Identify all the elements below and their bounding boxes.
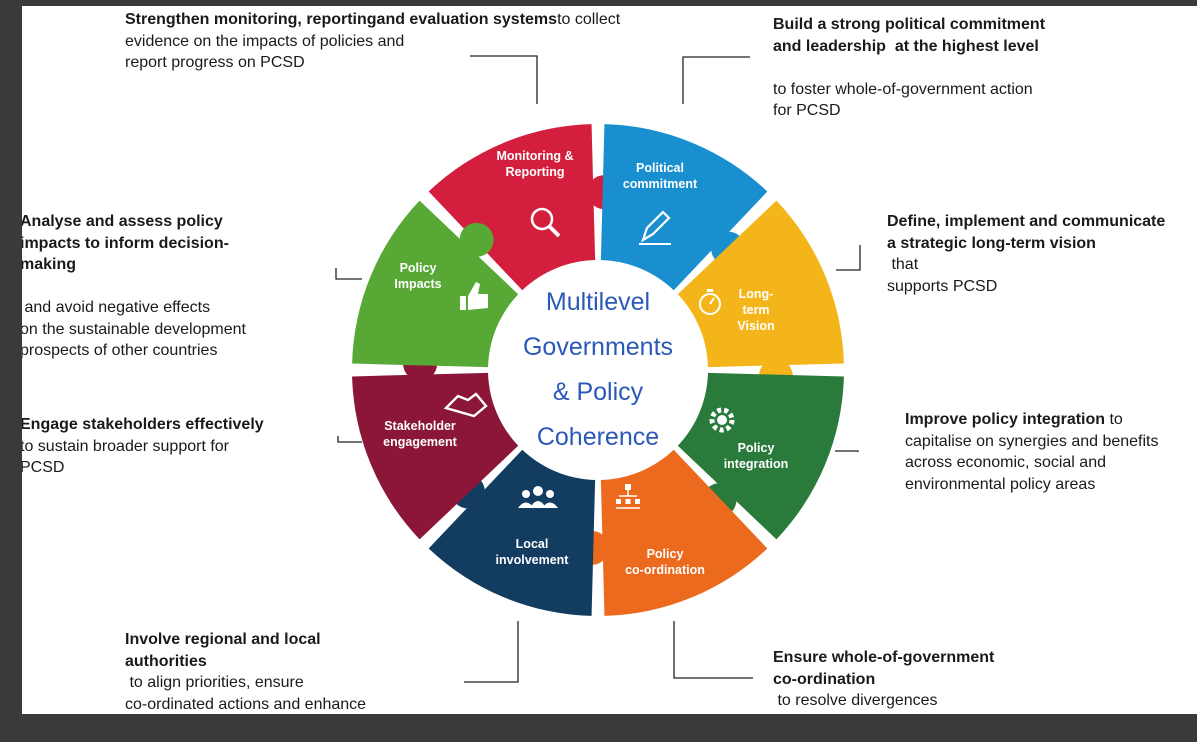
connector-vision xyxy=(836,245,861,271)
desc-stakeholder: Engage stakeholders effectively to susta… xyxy=(22,414,264,479)
desc-integration: Improve policy integration to capitalise… xyxy=(905,409,1159,495)
segment-coordination xyxy=(600,449,768,616)
desc-political-bold: Build a strong political commitment and … xyxy=(773,16,1046,55)
handshake-icon xyxy=(443,392,488,418)
segment-local xyxy=(428,449,596,616)
desc-local-bold: Involve regional and local authorities xyxy=(125,631,321,670)
desc-integration-text: to capitalise on synergies and benefits … xyxy=(905,411,1159,493)
desc-coordination: Ensure whole-of-government co-ordination… xyxy=(773,647,1048,714)
desc-stakeholder-text: to sustain broader support for PCSD xyxy=(22,437,230,476)
desc-monitoring-bold: Strengthen monitoring, reportingand eval… xyxy=(125,11,558,28)
connector-local xyxy=(464,621,519,683)
segment-political xyxy=(600,124,768,291)
hierarchy-icon xyxy=(616,484,640,509)
segment-monitoring xyxy=(428,124,596,291)
desc-monitoring-text: to collect evidence on the impacts of po… xyxy=(125,11,621,71)
desc-impacts: Analyse and assess policy impacts to inf… xyxy=(22,211,246,362)
segment-vision xyxy=(677,200,844,368)
gear-icon xyxy=(709,407,735,433)
puzzle-knob-impacts xyxy=(459,222,494,257)
desc-monitoring: Strengthen monitoring, reportingand eval… xyxy=(125,9,620,74)
desc-impacts-bold: Analyse and assess policy impacts to inf… xyxy=(22,213,229,273)
desc-vision-text: that supports PCSD xyxy=(887,256,998,295)
people-icon xyxy=(518,486,558,508)
desc-stakeholder-bold: Engage stakeholders effectively xyxy=(22,416,264,433)
connector-integration xyxy=(835,450,859,452)
connector-impacts xyxy=(335,268,362,280)
stopwatch-icon xyxy=(699,289,721,315)
desc-vision: Define, implement and communicate a stra… xyxy=(887,211,1165,297)
segment-integration xyxy=(677,372,844,540)
desc-coordination-bold: Ensure whole-of-government co-ordination xyxy=(773,649,995,688)
connector-political xyxy=(682,56,750,104)
desc-local: Involve regional and local authorities t… xyxy=(125,629,403,714)
connector-coordination xyxy=(673,621,753,679)
desc-integration-bold: Improve policy integration xyxy=(905,411,1106,428)
connector-stakeholder xyxy=(337,436,362,443)
pen-icon xyxy=(639,210,671,245)
desc-coordination-text: to resolve divergences between sectoral … xyxy=(777,692,938,709)
segment-label-monitoring: Monitoring &Reporting xyxy=(496,149,573,179)
magnifier-icon xyxy=(530,207,561,238)
center-circle xyxy=(492,264,704,476)
desc-local-text: to align priorities, ensure co-ordinated… xyxy=(125,674,367,713)
desc-political-text: to foster whole-of-government action for… xyxy=(773,80,1033,120)
desc-impacts-text: and avoid negative effects on the sustai… xyxy=(22,299,246,359)
desc-vision-bold: Define, implement and communicate a stra… xyxy=(887,213,1166,252)
desc-political: Build a strong political commitment and … xyxy=(773,14,1045,122)
connector-monitoring xyxy=(470,55,538,104)
segment-impacts xyxy=(352,200,519,368)
thumbs-up-icon xyxy=(460,282,488,310)
